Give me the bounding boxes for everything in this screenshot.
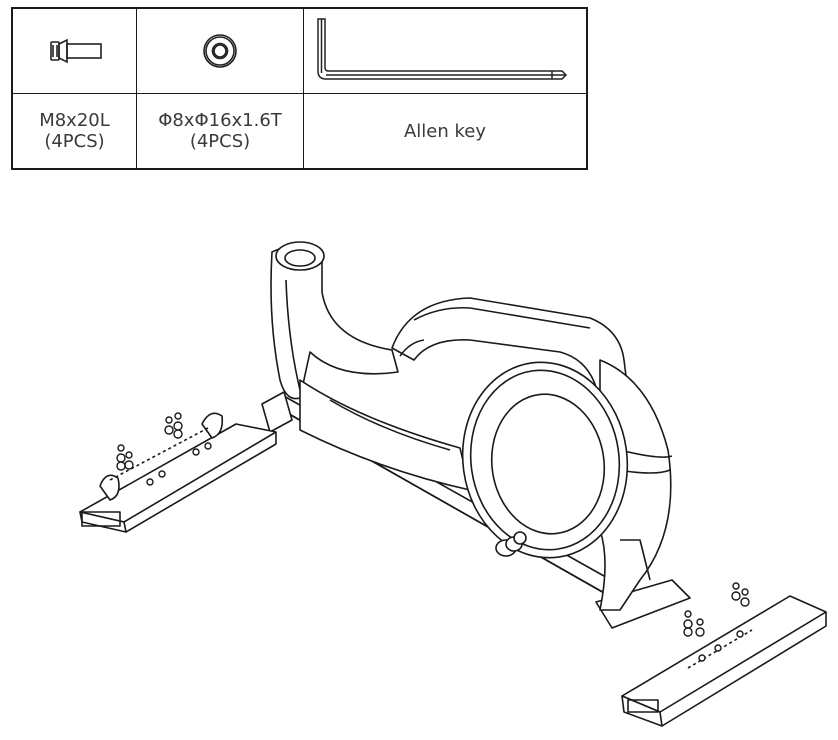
bolt-cell — [11, 7, 137, 94]
bolt-qty: (4PCS) — [44, 131, 105, 152]
allen-key-cell — [303, 7, 588, 94]
rear-stabilizer — [621, 595, 827, 727]
bolt-icon — [50, 38, 102, 64]
crank-knob — [495, 531, 527, 557]
frame-body — [299, 379, 471, 491]
washer-cell — [136, 7, 304, 94]
parts-label-row: M8x20L (4PCS) Φ8xΦ16x1.6T (4PCS) Allen k… — [11, 93, 588, 170]
bolt-label: M8x20L (4PCS) — [11, 93, 137, 170]
washer-icon — [203, 34, 237, 68]
flywheel-center — [490, 393, 606, 535]
washer-size: Φ8xΦ16x1.6T — [158, 110, 282, 131]
wheel-right — [201, 412, 224, 439]
console-post — [270, 245, 399, 400]
allen-key-label: Allen key — [303, 93, 588, 170]
washer-label: Φ8xΦ16x1.6T (4PCS) — [136, 93, 304, 170]
bolt-size: M8x20L — [39, 110, 110, 131]
allen-key-name: Allen key — [403, 120, 487, 142]
rear-bolts — [683, 582, 750, 662]
wheel-left — [99, 474, 120, 501]
allen-key-icon — [317, 18, 568, 80]
parts-icon-row — [11, 7, 588, 94]
parts-table: M8x20L (4PCS) Φ8xΦ16x1.6T (4PCS) Allen k… — [11, 7, 588, 170]
washer-qty: (4PCS) — [189, 131, 251, 152]
rear-plate — [595, 579, 691, 629]
assembly-diagram — [79, 241, 827, 727]
front-bolts — [116, 412, 212, 486]
front-stabilizer — [79, 412, 277, 533]
front-bracket — [261, 391, 293, 433]
